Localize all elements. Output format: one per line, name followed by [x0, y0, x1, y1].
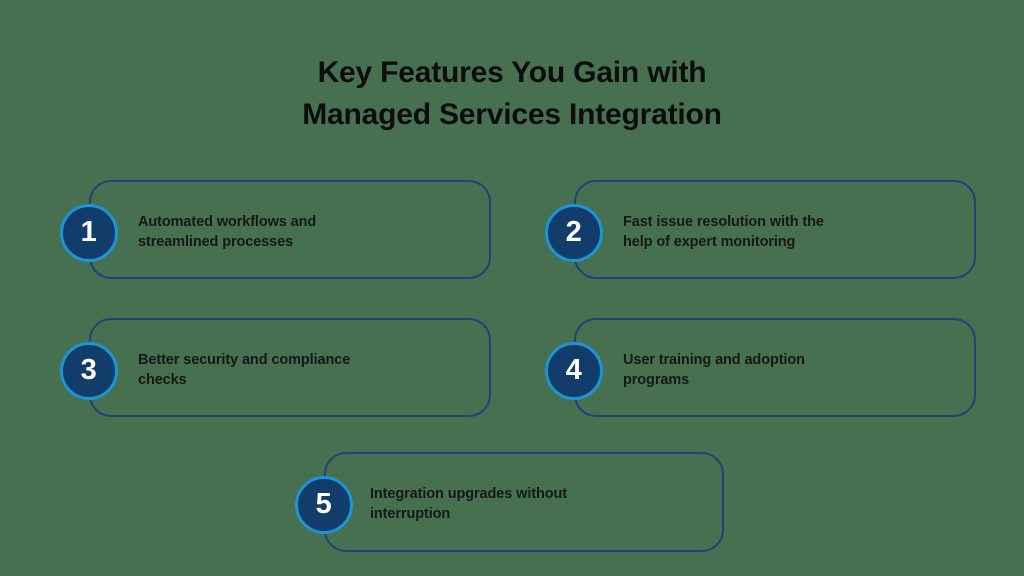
feature-number-5: 5 [315, 488, 333, 520]
feature-text-2-line-1: Fast issue resolution with the [623, 214, 824, 230]
feature-text-1: Automated workflows and streamlined proc… [138, 212, 438, 252]
feature-text-1-line-2: streamlined processes [138, 234, 294, 250]
feature-text-3-line-1: Better security and compliance [138, 352, 351, 368]
feature-text-4-line-1: User training and adoption [623, 352, 805, 368]
feature-number-2: 2 [565, 216, 583, 248]
feature-text-3-line-2: checks [138, 372, 187, 388]
feature-text-5-line-2: interruption [370, 506, 451, 522]
feature-number-3: 3 [80, 354, 98, 386]
feature-badge-4: 4 [545, 342, 603, 400]
feature-text-2-line-2: help of expert monitoring [623, 234, 796, 250]
feature-text-2: Fast issue resolution with the help of e… [623, 212, 923, 252]
feature-number-1: 1 [80, 216, 98, 248]
feature-text-4: User training and adoption programs [623, 350, 923, 390]
feature-text-4-line-2: programs [623, 372, 690, 388]
feature-badge-1: 1 [60, 204, 118, 262]
page-title-line-1: Key Features You Gain with [317, 56, 707, 89]
feature-badge-3: 3 [60, 342, 118, 400]
page-title-line-2: Managed Services Integration [302, 98, 722, 131]
feature-badge-5: 5 [295, 476, 353, 534]
feature-badge-2: 2 [545, 204, 603, 262]
feature-text-1-line-1: Automated workflows and [138, 214, 317, 230]
page-title: Key Features You Gain with Managed Servi… [0, 52, 1024, 136]
feature-number-4: 4 [565, 354, 583, 386]
feature-text-5-line-1: Integration upgrades without [370, 486, 567, 502]
feature-text-3: Better security and compliance checks [138, 350, 448, 390]
feature-text-5: Integration upgrades without interruptio… [370, 484, 680, 524]
